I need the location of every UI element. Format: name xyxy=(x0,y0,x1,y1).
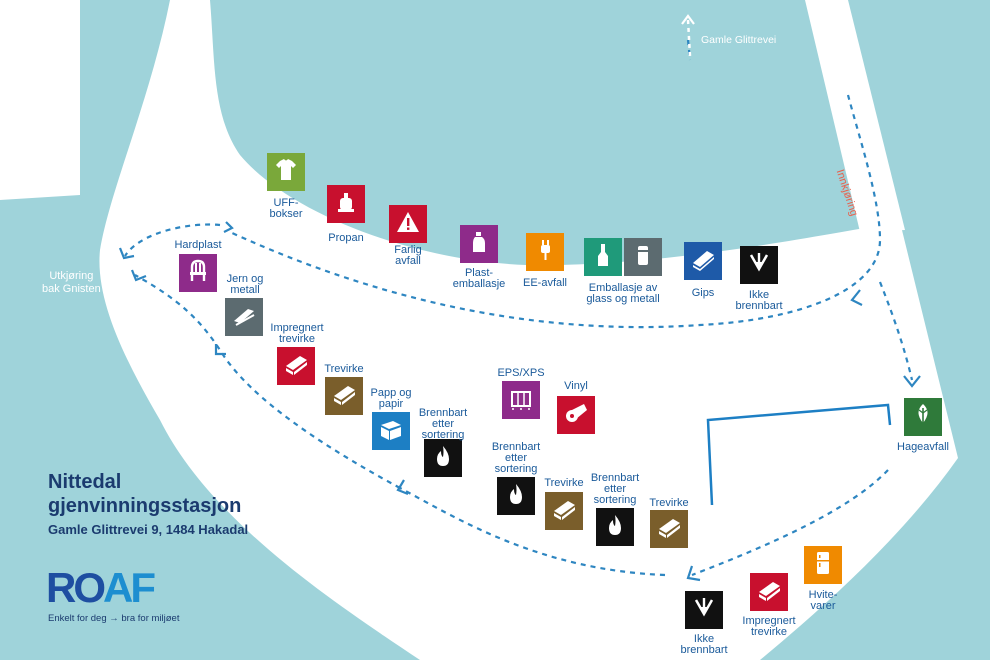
metal-icon xyxy=(230,301,258,334)
station-brenn3 xyxy=(596,508,634,546)
station-label-vinyl: Vinyl xyxy=(564,380,588,392)
land-top-left xyxy=(0,0,80,200)
station-gips xyxy=(684,242,722,280)
exit-label: Utkjøring bak Gnisten xyxy=(42,270,101,295)
non-combustible-icon xyxy=(745,249,773,282)
bottle-icon xyxy=(465,228,493,261)
station-label-brenn2: Brennbart etter sortering xyxy=(491,441,541,475)
station-vinyl xyxy=(557,396,595,434)
station-propan xyxy=(327,185,365,223)
station-hvite xyxy=(804,546,842,584)
logo-af: AF xyxy=(103,564,156,611)
station-brenn1 xyxy=(424,439,462,477)
station-label-hvite: Hvite- varer xyxy=(808,589,838,612)
station-hardplast xyxy=(179,254,217,292)
station-label-trevirke2: Trevirke xyxy=(544,477,584,489)
station-impr2 xyxy=(750,573,788,611)
shirt-icon xyxy=(272,156,300,189)
station-jern xyxy=(225,298,263,336)
address: Gamle Glittrevei 9, 1484 Hakadal xyxy=(48,522,249,537)
cardboard-icon xyxy=(377,415,405,448)
plug-icon xyxy=(531,236,559,269)
station-trevirke3 xyxy=(650,510,688,548)
station-plast xyxy=(460,225,498,263)
logo-ro: RO xyxy=(46,564,106,611)
wall-line xyxy=(706,403,892,506)
station-ee xyxy=(526,233,564,271)
site-ground xyxy=(99,0,958,660)
station-label-farlig: Farlig avfall xyxy=(394,244,422,267)
station-label-jern: Jern og metall xyxy=(226,273,264,296)
station-label-uff: UFF- bokser xyxy=(269,197,303,220)
station-label-trevirke3: Trevirke xyxy=(649,497,689,509)
title-line-1: Nittedal xyxy=(48,471,122,493)
roaf-logo: ROAF xyxy=(46,564,156,611)
station-glass1 xyxy=(584,238,622,276)
fridge-icon xyxy=(809,549,837,582)
station-label-eps: EPS/XPS xyxy=(497,367,545,379)
station-label-trevirke1: Trevirke xyxy=(324,363,364,375)
station-hage xyxy=(904,398,942,436)
station-label-glass2: Emballasje av glass og metall xyxy=(586,282,660,305)
non-combustible-icon xyxy=(690,594,718,627)
road-label: Gamle Glittrevei xyxy=(701,34,777,46)
treated-wood-icon xyxy=(755,576,783,609)
tagline: Enkelt for deg → bra for miljøet xyxy=(48,613,180,624)
road-right xyxy=(805,0,905,232)
fire-icon xyxy=(429,442,457,475)
route-lines xyxy=(124,39,914,577)
fire-icon xyxy=(601,511,629,544)
station-papp xyxy=(372,412,410,450)
station-label-brenn3: Brennbart etter sortering xyxy=(590,472,640,506)
station-label-papp: Papp og papir xyxy=(370,387,412,410)
can-icon xyxy=(629,241,657,274)
fire-icon xyxy=(502,480,530,513)
title-line-2: gjenvinningsstasjon xyxy=(48,495,242,517)
route-arrows xyxy=(118,14,921,582)
station-label-ikke1: Ikke brennbart xyxy=(735,289,783,312)
station-glass2 xyxy=(624,238,662,276)
vinyl-roll-icon xyxy=(562,399,590,432)
station-label-impr2: Impregnert trevirke xyxy=(742,615,796,638)
station-label-ee: EE-avfall xyxy=(522,277,568,289)
station-ikke2 xyxy=(685,591,723,629)
station-label-gips: Gips xyxy=(691,287,715,299)
station-label-brenn1: Brennbart etter sortering xyxy=(418,407,468,441)
wood-icon xyxy=(330,380,358,413)
station-label-hage: Hageavfall xyxy=(897,441,949,453)
station-brenn2 xyxy=(497,477,535,515)
station-impr1 xyxy=(277,347,315,385)
station-label-propan: Propan xyxy=(328,232,364,244)
station-label-hardplast: Hardplast xyxy=(174,239,222,251)
glass-bottle-icon xyxy=(589,241,617,274)
treated-wood-icon xyxy=(282,350,310,383)
station-label-impr1: Impregnert trevirke xyxy=(270,322,324,345)
station-label-ikke2: Ikke brennbart xyxy=(680,633,728,656)
gas-tank-icon xyxy=(332,188,360,221)
station-ikke1 xyxy=(740,246,778,284)
plasterboard-icon xyxy=(689,245,717,278)
station-trevirke2 xyxy=(545,492,583,530)
wood-icon xyxy=(550,495,578,528)
page-title: Nittedal gjenvinningsstasjon xyxy=(48,470,241,518)
chair-icon xyxy=(184,257,212,290)
wood-icon xyxy=(655,513,683,546)
station-farlig xyxy=(389,205,427,243)
warning-icon xyxy=(394,208,422,241)
station-label-plast: Plast- emballasje xyxy=(452,267,506,290)
eps-box-icon xyxy=(507,384,535,417)
station-eps xyxy=(502,381,540,419)
station-trevirke1 xyxy=(325,377,363,415)
station-uff xyxy=(267,153,305,191)
leaf-icon xyxy=(909,401,937,434)
